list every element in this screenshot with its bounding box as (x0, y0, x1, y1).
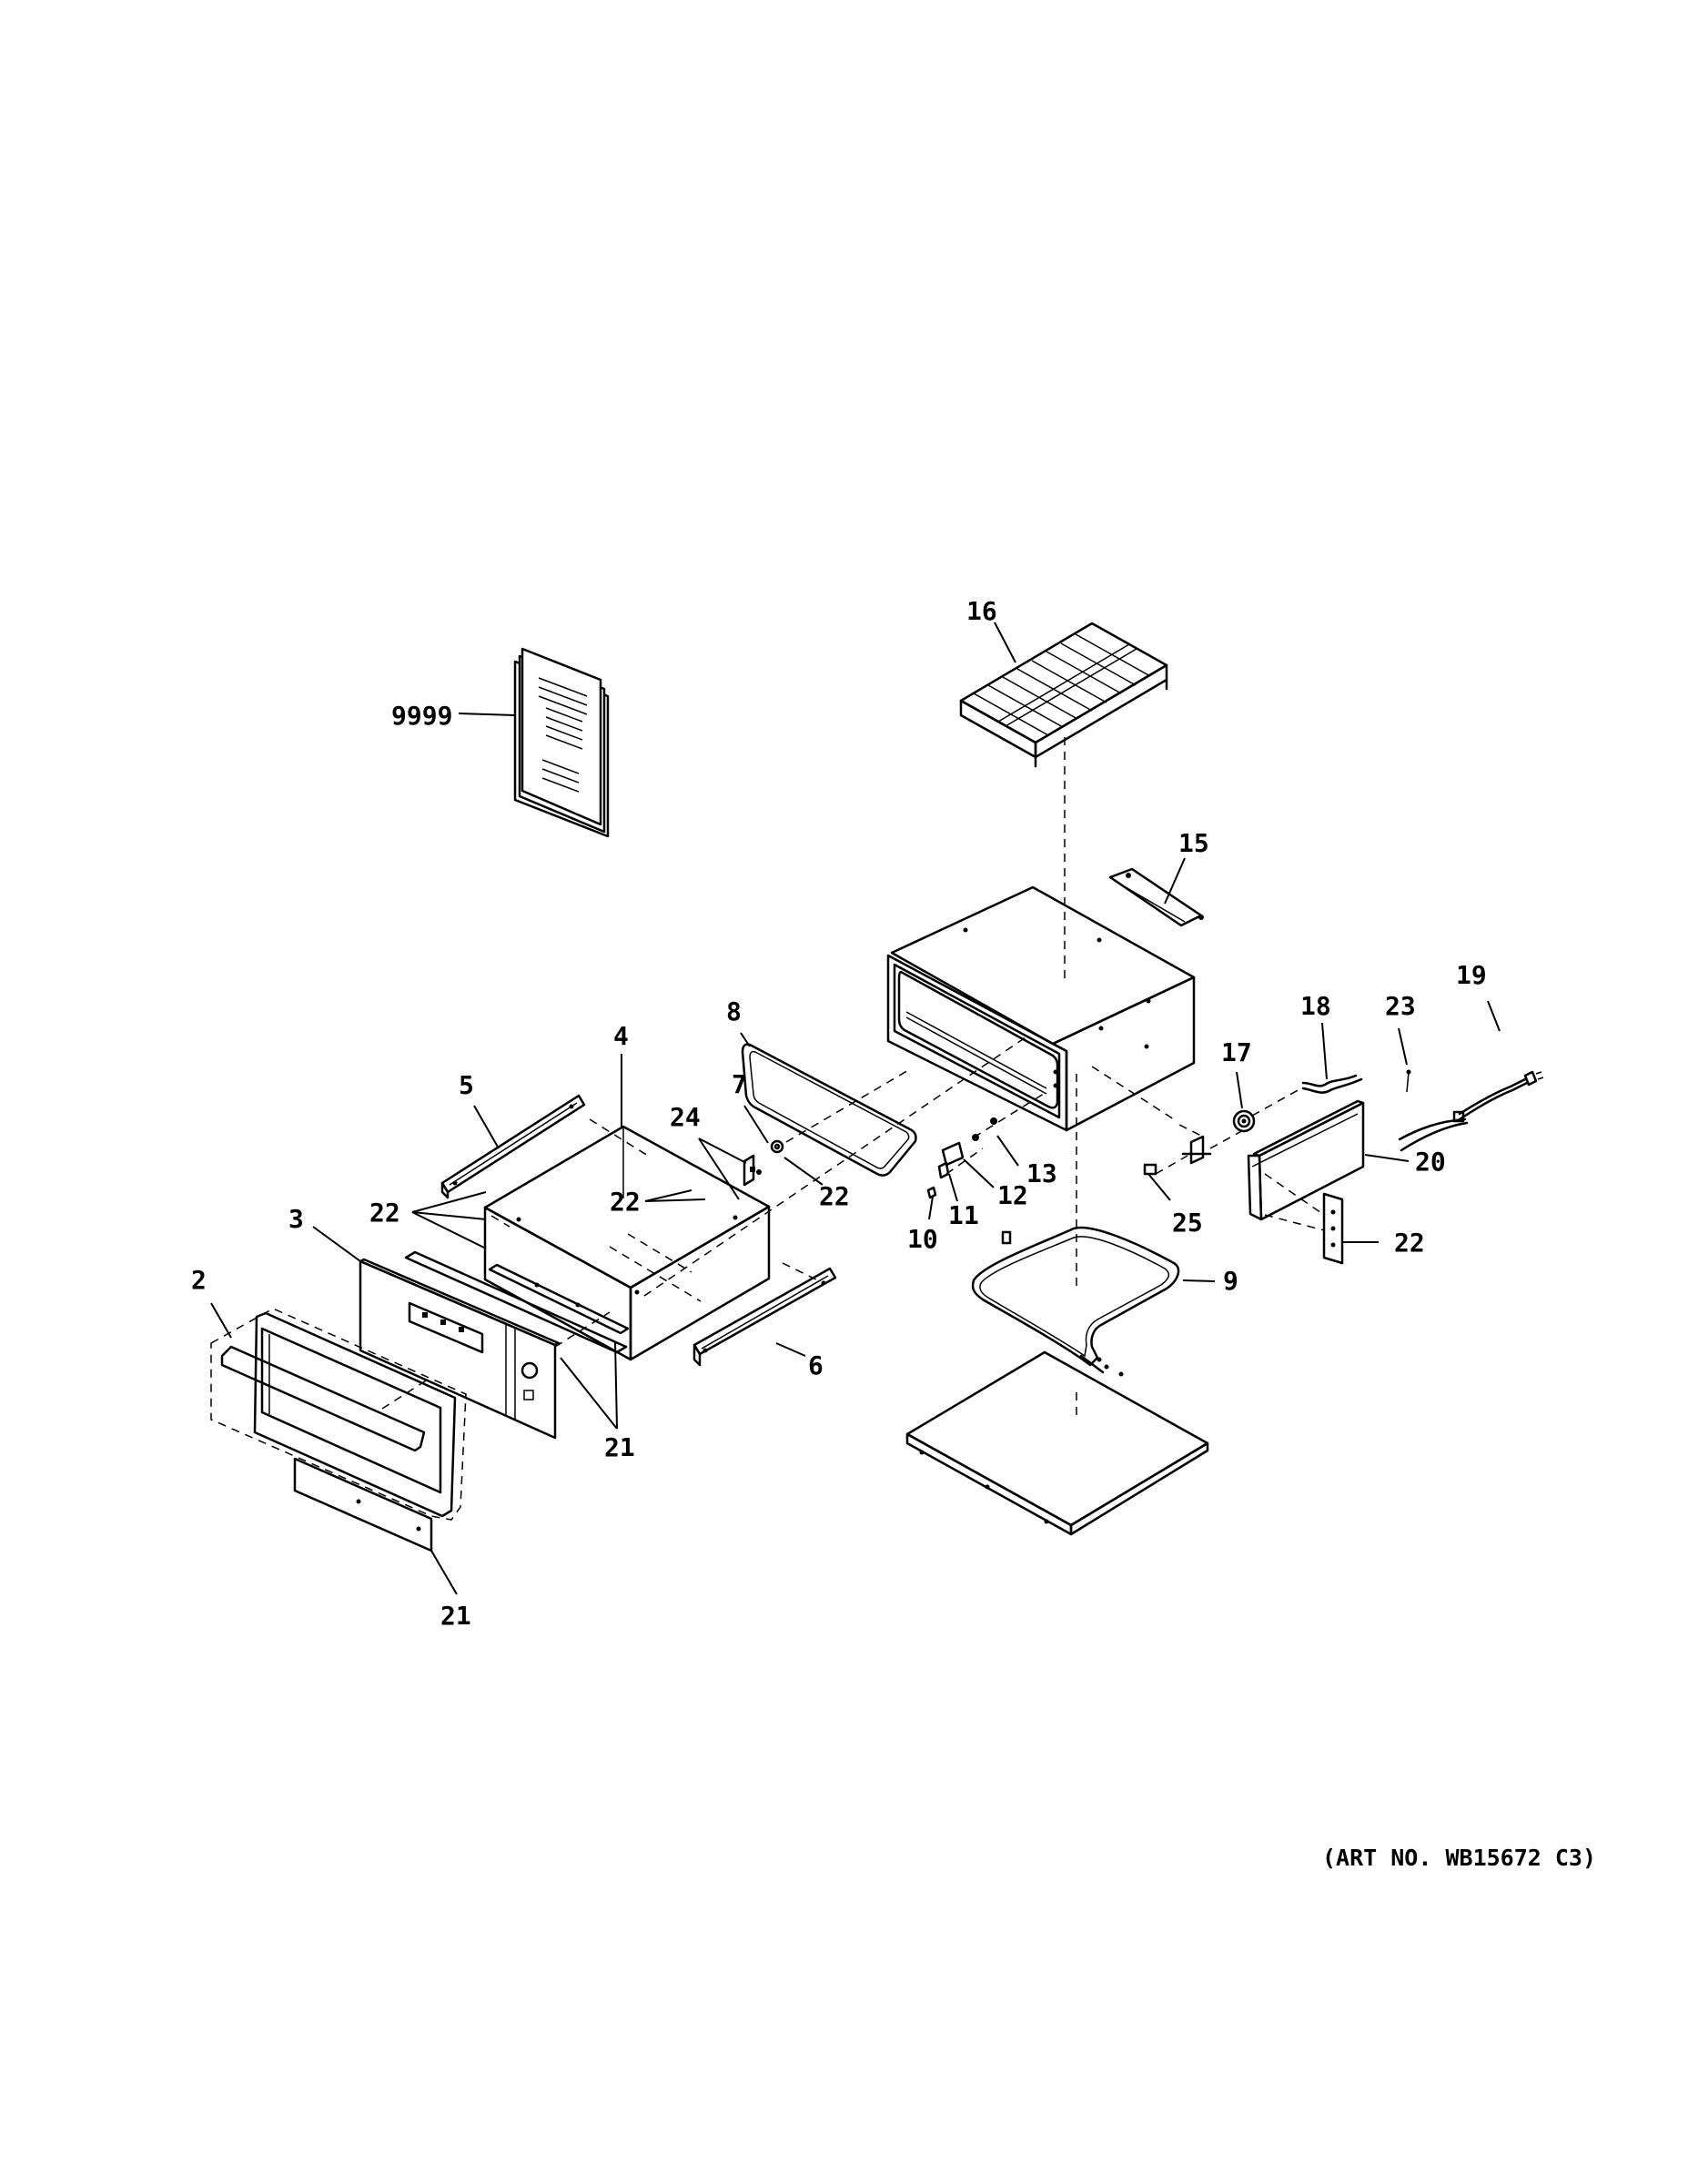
label-4: 4 (613, 1021, 629, 1051)
label-12: 12 (997, 1180, 1028, 1210)
label-22-left: 22 (369, 1198, 400, 1228)
left-slide-drawing (440, 1094, 586, 1199)
label-21-lower: 21 (440, 1601, 471, 1631)
wiring-drawing (1301, 1069, 1544, 1152)
label-11: 11 (948, 1200, 979, 1230)
alignment-lines (381, 737, 1325, 1420)
label-25: 25 (1172, 1208, 1203, 1238)
label-9999: 9999 (391, 701, 452, 731)
label-21-upper: 21 (604, 1432, 635, 1462)
oven-cabinet-drawing (886, 885, 1196, 1132)
callout-labels: 9999 16 15 19 18 23 17 20 25 22 9 13 12 … (191, 596, 1487, 1631)
label-5: 5 (459, 1070, 474, 1100)
top-bracket-drawing (1108, 867, 1204, 927)
lower-trim-drawing (293, 1457, 433, 1552)
label-20: 20 (1415, 1147, 1446, 1177)
label-22-mid: 22 (819, 1181, 850, 1211)
label-23: 23 (1385, 991, 1416, 1021)
wire-rack-drawing (959, 622, 1168, 768)
fan-and-bracket-drawing (1143, 1109, 1256, 1176)
label-22-center: 22 (610, 1187, 641, 1217)
label-13: 13 (1026, 1158, 1057, 1188)
heating-element-drawing (971, 1226, 1180, 1374)
art-number: (ART NO. WB15672 C3) (1322, 1845, 1596, 1871)
label-19: 19 (1456, 960, 1487, 990)
label-6: 6 (808, 1350, 824, 1380)
owner-manual-drawing (513, 647, 610, 838)
label-7: 7 (732, 1069, 747, 1099)
label-3: 3 (288, 1204, 304, 1234)
label-2: 2 (191, 1265, 207, 1295)
label-16: 16 (966, 596, 997, 626)
label-17: 17 (1221, 1037, 1252, 1067)
drawer-pan-drawing (483, 1125, 771, 1361)
label-18: 18 (1300, 991, 1331, 1021)
front-control-panel-drawing (359, 1258, 561, 1440)
small-parts-drawing (743, 1117, 997, 1199)
door-gasket-drawing (741, 1043, 917, 1177)
label-24: 24 (670, 1102, 701, 1132)
bottom-panel-drawing (905, 1350, 1209, 1536)
label-9: 9 (1223, 1266, 1238, 1296)
upper-trim-drawing (404, 1250, 630, 1354)
door-assembly-drawing (210, 1308, 467, 1521)
label-8: 8 (726, 996, 742, 1026)
leader-lines (210, 622, 1501, 1595)
label-15: 15 (1178, 828, 1209, 858)
cover-drawing (1247, 1099, 1365, 1265)
label-22-right: 22 (1394, 1228, 1425, 1258)
label-10: 10 (907, 1224, 938, 1254)
